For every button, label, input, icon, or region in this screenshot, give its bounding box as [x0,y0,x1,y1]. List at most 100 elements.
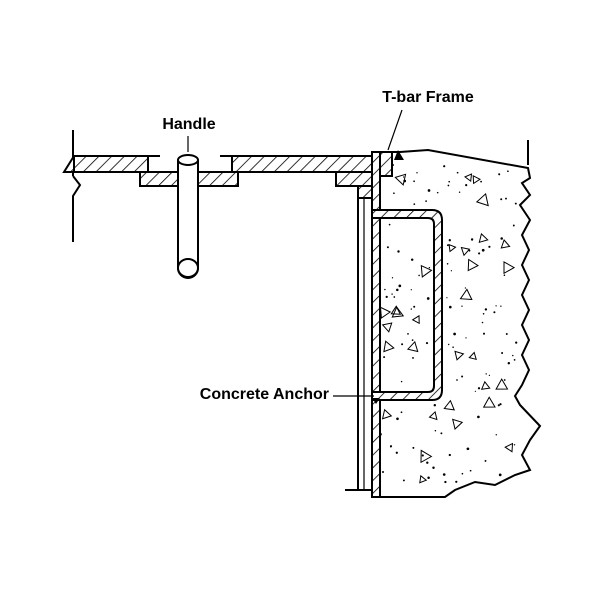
aggregate-stone [454,350,465,361]
aggregate-dot [484,459,487,462]
aggregate-dot [436,191,439,194]
handle [177,154,199,279]
aggregate-stone [452,418,464,430]
aggregate-stone [394,173,407,186]
aggregate-dot [440,432,443,435]
aggregate-stone [472,174,482,185]
aggregate-dot [416,172,418,174]
aggregate-dot [461,472,464,475]
aggregate-dot [396,417,399,421]
aggregate-dot [477,415,480,419]
aggregate-dot [381,470,385,474]
concrete-anchor-label: Concrete Anchor [200,386,329,403]
aggregate-stone [475,192,489,207]
aggregate-stone [504,442,514,453]
cover-plate [62,155,373,187]
aggregate-stone [420,264,433,278]
aggregate-dot [505,333,508,335]
aggregate-dot [398,284,402,288]
aggregate-dot [448,343,450,346]
aggregate-dot [444,480,447,484]
aggregate-dot [413,203,416,205]
aggregate-stone [460,246,471,257]
aggregate-dot [500,237,503,240]
aggregate-dot [428,266,431,269]
handle-label: Handle [162,116,215,133]
aggregate-dot [448,453,451,457]
aggregate-dot [412,446,415,449]
aggregate-dot [512,224,515,227]
aggregate-dot [503,379,506,381]
aggregate-stone [500,239,511,249]
aggregate-dot [383,356,386,359]
aggregate-stone [383,340,395,353]
aggregate-dot [402,176,405,178]
aggregate-dot [497,404,500,407]
aggregate-stone [468,351,477,360]
aggregate-dot [450,270,453,272]
aggregate-dot [446,263,449,265]
aggregate-dot [505,197,507,200]
aggregate-dot [413,180,415,183]
aggregate-dot [427,476,430,480]
aggregate-dot [474,390,477,392]
aggregate-dot [447,184,450,187]
aggregate-dot [393,296,396,298]
aggregate-dot [421,454,424,457]
aggregate-dot [484,308,488,311]
aggregate-stone [391,306,405,318]
aggregate-stone [482,396,496,408]
aggregate-dot [425,342,429,345]
aggregate-dot [470,238,474,241]
aggregate-dot [495,305,497,307]
aggregate-dot [453,332,456,336]
aggregate-dot [401,343,404,346]
aggregate-dot [400,380,403,383]
aggregate-stone [381,408,393,420]
aggregate-dot [488,374,491,377]
aggregate-dot [469,469,472,472]
aggregate-dot [477,387,481,390]
aggregate-dot [388,223,391,226]
aggregate-stone [381,322,393,333]
aggregate-stone [480,380,491,390]
aggregate-stone [448,243,457,253]
aggregate-dot [396,288,399,292]
aggregate-stone [503,261,516,275]
aggregate-dot [503,274,506,277]
aggregate-dot [466,447,470,451]
aggregate-stone [443,399,455,411]
aggregate-dot [402,479,405,482]
aggregate-dot [425,200,427,202]
concrete-aggregate [379,164,518,484]
aggregate-dot [448,180,451,183]
aggregate-dot [385,295,388,299]
aggregate-stone [419,474,428,484]
aggregate-dot [411,339,414,341]
aggregate-dot [456,379,458,381]
aggregate-dot [456,171,459,174]
tbar-frame-label: T-bar Frame [382,89,474,106]
aggregate-dot [400,411,403,414]
aggregate-stone [390,305,402,315]
aggregate-dot [500,305,502,307]
aggregate-dot [512,354,514,357]
aggregate-dot [480,180,482,183]
aggregate-stone [420,449,433,464]
aggregate-dot [514,202,517,205]
aggregate-dot [393,192,395,195]
aggregate-dot [397,250,400,253]
aggregate-dot [488,245,491,248]
aggregate-dot [458,191,461,193]
aggregate-dot [501,352,504,354]
aggregate-stone [478,232,489,244]
aggregate-dot [413,305,416,308]
aggregate-dot [418,274,420,277]
aggregate-dot [498,473,502,477]
aggregate-stone [467,258,479,272]
aggregate-dot [478,252,481,255]
aggregate-stone [459,288,473,301]
aggregate-dot [390,446,392,448]
aggregate-dot [395,451,398,454]
aggregate-dot [513,444,516,446]
